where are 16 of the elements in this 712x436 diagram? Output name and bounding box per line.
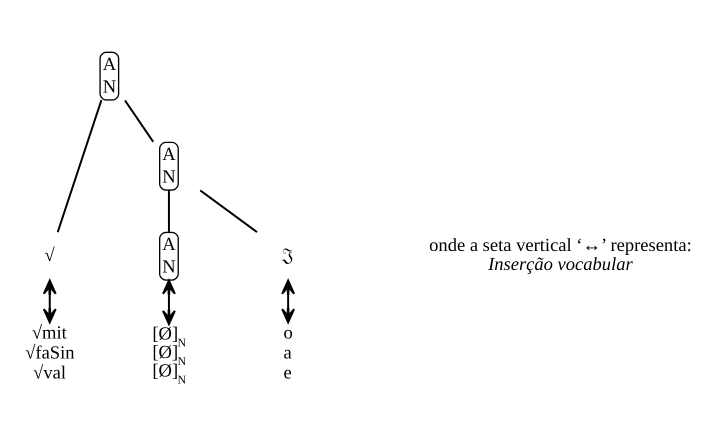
node-text: 𝔍 [282,244,294,266]
connector [56,99,102,232]
node-text: √mit √faSin √val [25,322,75,383]
label: onde a seta vertical ‘↔’ representa: [429,234,692,256]
node-box: A N [159,141,179,190]
node-box: A N [99,51,120,100]
connector [124,99,154,142]
arrow [42,279,57,323]
connector [168,190,170,232]
node-text: √ [44,244,55,266]
arrow [162,279,176,325]
node-box: A N [159,231,179,280]
arrow [281,279,296,323]
node-text: o a e [283,322,293,383]
connector [200,189,258,232]
node-text: [Ø]$_{N}$ [Ø]$_{N}$ [Ø]$_{N}$ [152,322,186,386]
